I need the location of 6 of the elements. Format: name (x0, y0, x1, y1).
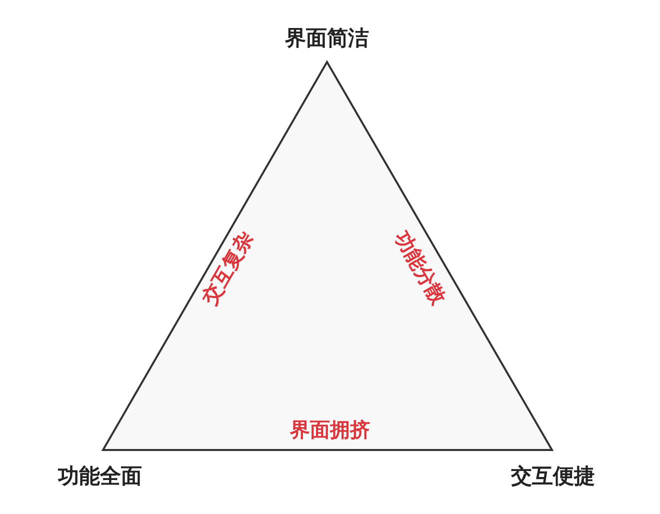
vertex-label: 界面简洁 (285, 25, 369, 52)
side-label: 界面拥挤 (290, 416, 370, 444)
side-label: 交互复杂 (196, 226, 259, 310)
vertex-label: 功能全面 (58, 463, 142, 490)
vertex-label: 交互便捷 (511, 463, 595, 490)
side-label: 功能分散 (389, 226, 452, 310)
